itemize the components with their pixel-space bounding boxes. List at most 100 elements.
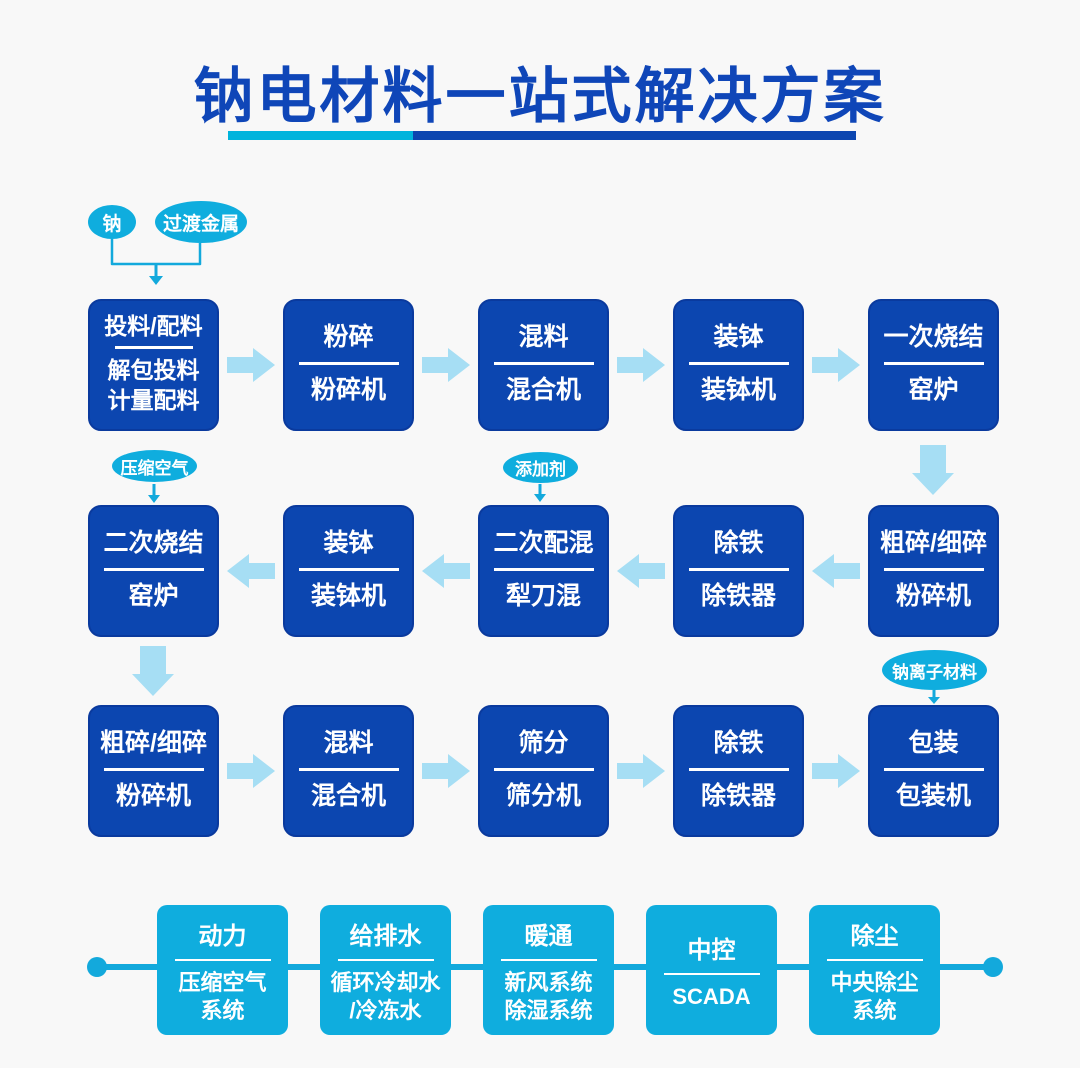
box-divider	[493, 361, 594, 365]
arrow-right-icon	[812, 348, 860, 382]
box-divider	[337, 958, 434, 962]
process-box-sagger-loading-2: 装钵 装钵机	[283, 505, 414, 637]
process-box-secondary-sintering: 二次烧结 窑炉	[88, 505, 219, 637]
box-divider	[883, 361, 984, 365]
process-box-packaging: 包装 包装机	[868, 705, 999, 837]
arrow-down-small-icon	[148, 495, 160, 503]
arrow-down-icon	[132, 646, 174, 696]
process-step-label: 包装	[908, 729, 959, 758]
process-step-label: 装钵	[323, 529, 374, 558]
utility-box-water-supply-drainage: 给排水 循环冷却水 /冷冻水	[320, 905, 451, 1035]
title-underline-cyan-segment	[228, 131, 413, 140]
arrow-left-icon	[227, 554, 275, 588]
equipment-label: 窑炉	[128, 581, 179, 610]
box-divider	[298, 567, 399, 571]
utility-system-label: 新风系统 除湿系统	[504, 970, 593, 1023]
arrow-down-small-icon	[149, 276, 163, 285]
sodium-ion-material-ellipse: 钠离子材料	[882, 650, 987, 690]
arrow-left-icon	[812, 554, 860, 588]
process-box-sagger-loading: 装钵 装钵机	[673, 299, 804, 431]
arrow-down-small-icon	[534, 494, 546, 502]
equipment-label: 混合机	[505, 375, 581, 404]
process-step-label: 粗碎/细碎	[880, 529, 987, 558]
utility-system-label: 压缩空气 系统	[178, 970, 267, 1023]
box-divider	[883, 767, 984, 771]
process-step-label: 粉碎	[323, 323, 374, 352]
process-step-label: 二次烧结	[103, 529, 204, 558]
process-step-label: 除铁	[713, 529, 764, 558]
utility-system-label: 循环冷却水 /冷冻水	[330, 970, 441, 1023]
equipment-label: 粉碎机	[895, 581, 971, 610]
utility-box-dust-removal: 除尘 中央除尘 系统	[809, 905, 940, 1035]
box-divider	[103, 767, 204, 771]
utility-box-hvac: 暖通 新风系统 除湿系统	[483, 905, 614, 1035]
additive-ellipse: 添加剂	[503, 452, 578, 483]
transition-metal-label: 过渡金属	[162, 213, 239, 235]
utility-line-dot-left	[87, 957, 107, 977]
sodium-label: 钠	[102, 213, 122, 235]
process-step-label: 除铁	[713, 729, 764, 758]
process-box-screening: 筛分 筛分机	[478, 705, 609, 837]
utility-label: 暖通	[524, 922, 573, 950]
process-box-mixing-2: 混料 混合机	[283, 705, 414, 837]
sodium-ellipse: 钠	[88, 205, 136, 239]
equipment-label: 筛分机	[505, 781, 581, 810]
equipment-label: 装钵机	[310, 581, 386, 610]
utility-line-dot-right	[983, 957, 1003, 977]
process-box-primary-sintering: 一次烧结 窑炉	[868, 299, 999, 431]
process-box-secondary-mixing: 二次配混 犁刀混	[478, 505, 609, 637]
process-box-crushing: 粉碎 粉碎机	[283, 299, 414, 431]
arrow-right-icon	[422, 348, 470, 382]
title-underline	[228, 131, 856, 140]
box-divider	[688, 767, 789, 771]
utility-system-label: SCADA	[672, 984, 751, 1009]
box-divider	[174, 958, 271, 962]
utility-box-central-control: 中控 SCADA	[646, 905, 777, 1035]
arrow-left-icon	[422, 554, 470, 588]
box-divider	[114, 346, 193, 350]
process-box-iron-removal-2: 除铁 除铁器	[673, 705, 804, 837]
box-divider	[500, 958, 597, 962]
process-box-iron-removal: 除铁 除铁器	[673, 505, 804, 637]
equipment-label: 装钵机	[700, 375, 776, 404]
process-box-feeding-batching: 投料/配料 解包投料 计量配料	[88, 299, 219, 431]
arrow-right-icon	[227, 754, 275, 788]
box-divider	[298, 361, 399, 365]
process-box-mixing: 混料 混合机	[478, 299, 609, 431]
box-divider	[688, 361, 789, 365]
box-divider	[493, 567, 594, 571]
process-box-coarse-fine-crushing-2: 粗碎/细碎 粉碎机	[88, 705, 219, 837]
arrow-right-icon	[617, 348, 665, 382]
box-divider	[826, 958, 923, 962]
equipment-label: 包装机	[895, 781, 971, 810]
equipment-label: 除铁器	[700, 781, 776, 810]
equipment-label: 窑炉	[908, 375, 959, 404]
equipment-label: 粉碎机	[310, 375, 386, 404]
box-divider	[663, 972, 760, 975]
additive-label: 添加剂	[515, 460, 566, 479]
utility-box-power: 动力 压缩空气 系统	[157, 905, 288, 1035]
equipment-label: 除铁器	[700, 581, 776, 610]
arrow-down-icon	[912, 445, 954, 495]
process-step-label: 粗碎/细碎	[100, 729, 207, 758]
utility-system-label: 中央除尘 系统	[830, 970, 919, 1023]
equipment-label: 解包投料 计量配料	[107, 357, 200, 414]
process-step-label: 混料	[518, 323, 569, 352]
process-step-label: 一次烧结	[883, 323, 984, 352]
sodium-ion-material-label: 钠离子材料	[892, 662, 977, 682]
merge-connector-icon	[110, 239, 202, 266]
box-divider	[298, 767, 399, 771]
arrow-right-icon	[227, 348, 275, 382]
equipment-label: 粉碎机	[115, 781, 191, 810]
box-divider	[883, 567, 984, 571]
arrow-down-small-icon	[928, 697, 940, 704]
arrow-left-icon	[617, 554, 665, 588]
utility-label: 中控	[687, 936, 736, 964]
process-step-label: 混料	[323, 729, 374, 758]
box-divider	[688, 567, 789, 571]
box-divider	[493, 767, 594, 771]
utility-label: 动力	[198, 922, 247, 950]
arrow-right-icon	[617, 754, 665, 788]
arrow-right-icon	[812, 754, 860, 788]
